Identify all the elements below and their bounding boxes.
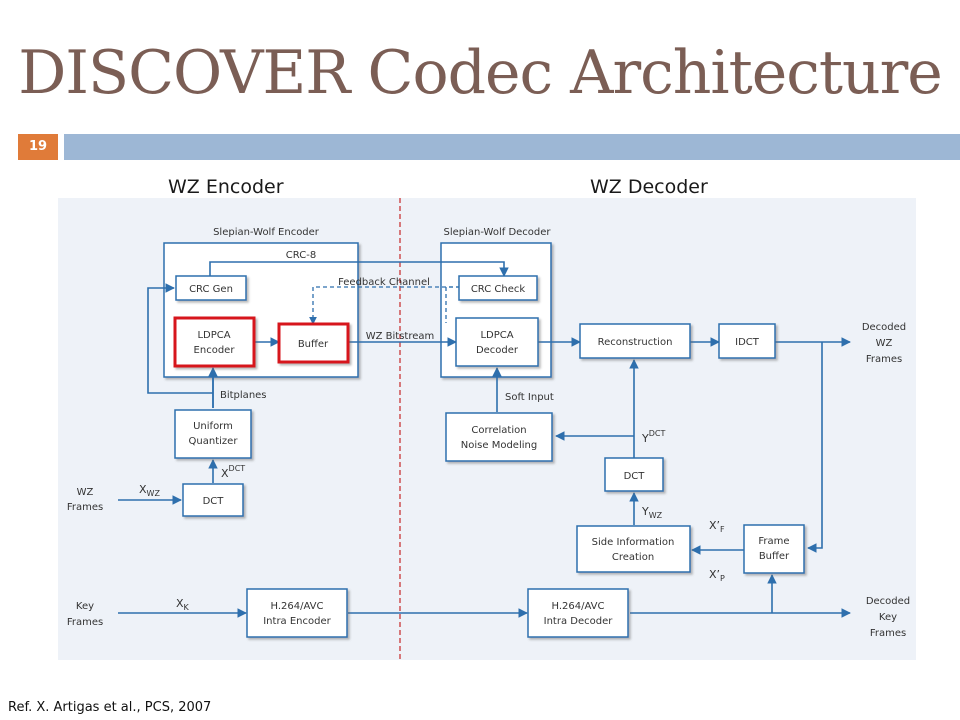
crc-gen-block: CRC Gen [175,275,247,301]
dct-encoder-block: DCT [182,483,244,517]
y-wz-signal: YWZ [641,505,663,520]
soft-input-label: Soft Input [505,392,554,403]
crc8-label: CRC-8 [286,250,316,261]
dct-decoder-block: DCT [604,457,664,492]
title-band [64,134,960,160]
ldpca-encoder-text-1: LDPCA [197,330,230,341]
frame-buffer-block: Frame Buffer [743,524,805,574]
decoded-key-label-2: Key [879,612,897,623]
reference-citation: Ref. X. Artigas et al., PCS, 2007 [8,700,212,715]
x-f-signal: X’F [709,519,725,534]
key-frames-label-1: Key [76,601,94,612]
crc-check-block: CRC Check [458,275,538,301]
sw-encoder-label: Slepian-Wolf Encoder [213,227,320,238]
decoded-wz-label-1: Decoded [862,322,906,333]
ldpca-encoder-block: LDPCA Encoder [173,316,256,368]
x-wz-signal: XWZ [139,483,160,498]
h264-decoder-text-1: H.264/AVC [551,601,604,612]
h264-decoder-text-2: Intra Decoder [544,616,614,627]
uniform-quantizer-text-2: Quantizer [189,436,239,447]
slide-title: DISCOVER Codec Architecture [18,38,943,108]
h264-encoder-text-2: Intra Encoder [263,616,331,627]
x-dct-signal: XDCT [221,464,245,480]
sw-decoder-label: Slepian-Wolf Decoder [443,227,551,238]
crc-gen-text: CRC Gen [189,284,233,295]
feedback-channel-arrow [309,286,460,325]
x-k-signal: XK [176,597,190,612]
side-info-block: Side Information Creation [576,525,691,573]
frame-buffer-text-2: Buffer [759,551,790,562]
ldpca-decoder-text-1: LDPCA [480,330,513,341]
decoded-key-label-3: Frames [870,628,906,639]
side-info-text-1: Side Information [592,537,675,548]
h264-decoder-block: H.264/AVC Intra Decoder [527,588,629,638]
crc-check-text: CRC Check [471,284,526,295]
x-b-signal: X’P [709,568,725,583]
decoded-wz-label-3: Frames [866,354,902,365]
feedback-channel-label: Feedback Channel [338,277,430,288]
h264-encoder-text-1: H.264/AVC [270,601,323,612]
idct-to-frame-buffer-arrow [807,342,823,553]
reconstruction-block: Reconstruction [579,323,691,359]
decoder-heading: WZ Decoder [590,176,708,198]
side-info-text-2: Creation [612,552,654,563]
h264-encoder-block: H.264/AVC Intra Encoder [246,588,348,638]
dct-decoder-text: DCT [624,471,646,482]
dct-encoder-text: DCT [203,496,225,507]
decoded-key-label-1: Decoded [866,596,910,607]
y-dct-signal: YDCT [641,429,665,445]
correlation-noise-block: Correlation Noise Modeling [445,412,553,462]
bitplanes-label: Bitplanes [220,390,267,401]
ldpca-decoder-text-2: Decoder [476,345,519,356]
idct-text: IDCT [735,337,760,348]
ldpca-encoder-text-2: Encoder [194,345,236,356]
buffer-text: Buffer [298,339,329,350]
encoder-heading: WZ Encoder [168,176,284,198]
uniform-quantizer-block: Uniform Quantizer [174,409,252,459]
ldpca-decoder-block: LDPCA Decoder [455,317,539,367]
wz-frames-label-1: WZ [77,487,94,498]
correlation-noise-text-1: Correlation [471,425,526,436]
decoded-wz-label-2: WZ [876,338,893,349]
wz-frames-label-2: Frames [67,502,103,513]
idct-block: IDCT [718,323,776,359]
wz-bitstream-label: WZ Bitstream [366,331,435,342]
buffer-block: Buffer [277,322,350,364]
frame-buffer-text-1: Frame [758,536,789,547]
uniform-quantizer-text-1: Uniform [193,421,233,432]
slide-number: 19 [18,134,58,160]
correlation-noise-text-2: Noise Modeling [461,440,537,451]
reconstruction-text: Reconstruction [598,337,673,348]
crc8-arrow [209,261,509,277]
key-frames-label-2: Frames [67,617,103,628]
